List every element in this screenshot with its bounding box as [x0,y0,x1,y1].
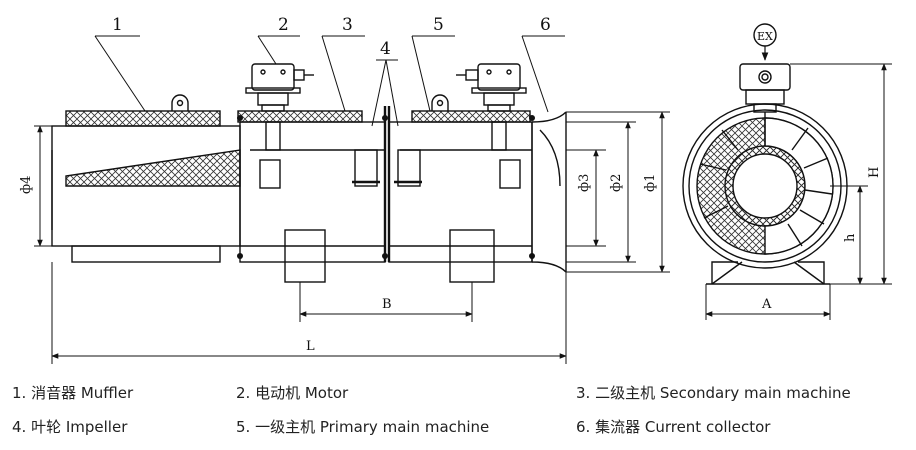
part-number-3: 3 [342,15,353,35]
secondary-machine-body [239,121,386,263]
parts-legend: 1. 消音器 Muffler 2. 电动机 Motor 3. 二级主机 Seco… [0,382,916,450]
dim-label-B: B [382,297,392,312]
part-number-1: 1 [112,15,123,35]
current-collector [531,111,567,273]
legend-item-motor: 2. 电动机 Motor [236,384,349,402]
legend-item-secondary-main-machine: 3. 二级主机 Secondary main machine [576,384,851,402]
motor-left [245,63,314,151]
leader-lines [94,35,565,127]
primary-machine-body [388,121,533,263]
legend-item-current-collector: 6. 集流器 Current collector [576,418,771,436]
part-number-6: 6 [540,15,551,35]
front-dimensions [705,63,892,320]
front-motor-box [739,63,791,91]
dim-label-H: H [867,167,882,178]
muffler-cone [65,149,241,187]
part-number-4: 4 [380,39,391,59]
side-view [51,63,567,283]
fan-technical-drawing: 1 2 3 4 5 6 ф4 ф3 ф2 ф1 B L [19,15,892,364]
dim-label-phi2: ф2 [609,174,624,192]
blades [699,127,833,247]
legend-item-impeller: 4. 叶轮 Impeller [12,418,128,436]
dim-label-A: A [761,297,772,312]
secondary-hatch-top [237,110,363,123]
legend-item-muffler: 1. 消音器 Muffler [12,384,134,402]
svg-text:EX: EX [757,30,773,43]
dim-label-h: h [843,233,858,242]
dim-label-L: L [306,339,315,354]
lifting-lug-1 [171,94,189,111]
side-dimensions [34,111,670,364]
base-feet [706,261,830,285]
motor-right [456,63,527,151]
impeller [352,106,422,262]
part-number-2: 2 [278,15,289,35]
front-view [682,63,848,285]
lifting-lug-2 [431,94,449,111]
dim-label-phi3: ф3 [577,174,592,192]
dim-label-phi1: ф1 [643,174,658,192]
dim-label-phi4: ф4 [19,176,34,194]
part-number-5: 5 [433,15,444,35]
ex-mark: EX [753,23,777,61]
legend-item-primary-main-machine: 5. 一级主机 Primary main machine [236,418,490,436]
primary-hatch-top [411,110,531,123]
muffler-hatch-top [65,110,221,127]
